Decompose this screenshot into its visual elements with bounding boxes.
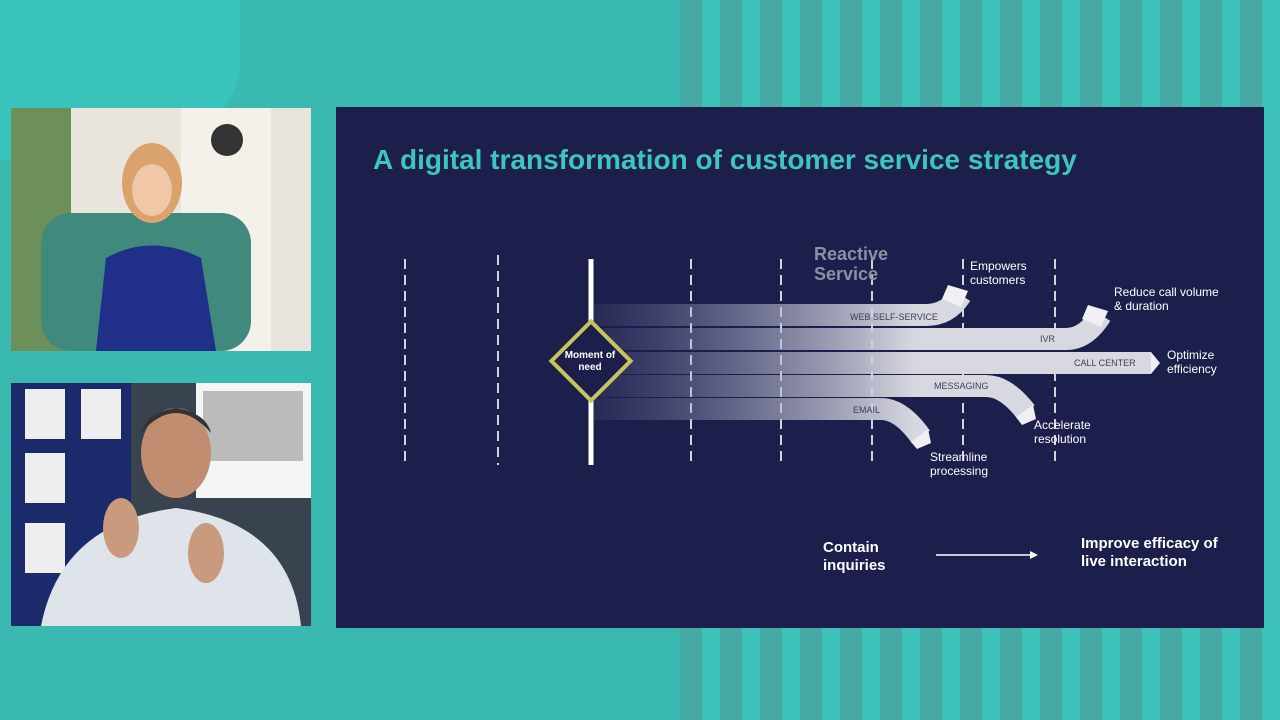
contain-inquiries: Contain inquiries	[823, 539, 886, 574]
moment-diamond	[548, 318, 634, 404]
outcome-empowers: Empowers customers	[970, 259, 1027, 287]
channel-flow-diagram	[404, 255, 1160, 559]
reactive-service-label: Reactive Service	[814, 244, 889, 284]
arrow-icon	[1030, 551, 1038, 559]
improve-efficacy: Improve efficacy of live interaction	[1081, 535, 1218, 570]
band-messaging	[594, 375, 1035, 419]
participant-video	[11, 383, 311, 626]
outcome-optimize: Optimize efficiency	[1167, 348, 1217, 376]
moment-of-need: Moment of need	[564, 350, 616, 373]
video-tile-presenter-2[interactable]	[11, 383, 311, 626]
participant-video	[11, 108, 271, 351]
outcome-streamline: Streamline processing	[930, 450, 989, 478]
outcome-reduce: Reduce call volume & duration	[1114, 285, 1219, 313]
channel-email: EMAIL	[853, 405, 881, 415]
video-tile-presenter-1[interactable]	[11, 108, 311, 351]
slide-title: A digital transformation of customer ser…	[373, 144, 1077, 175]
presentation-slide: A digital transformation of customer ser…	[336, 107, 1264, 628]
channel-web: WEB SELF-SERVICE	[850, 312, 938, 322]
band-arrowheads	[911, 285, 1160, 449]
band-email	[594, 398, 930, 444]
channel-ivr: IVR	[1040, 334, 1056, 344]
channel-call-center: CALL CENTER	[1074, 358, 1136, 368]
channel-messaging: MESSAGING	[934, 381, 989, 391]
outcome-accelerate: Accelerate resolution	[1034, 418, 1091, 446]
